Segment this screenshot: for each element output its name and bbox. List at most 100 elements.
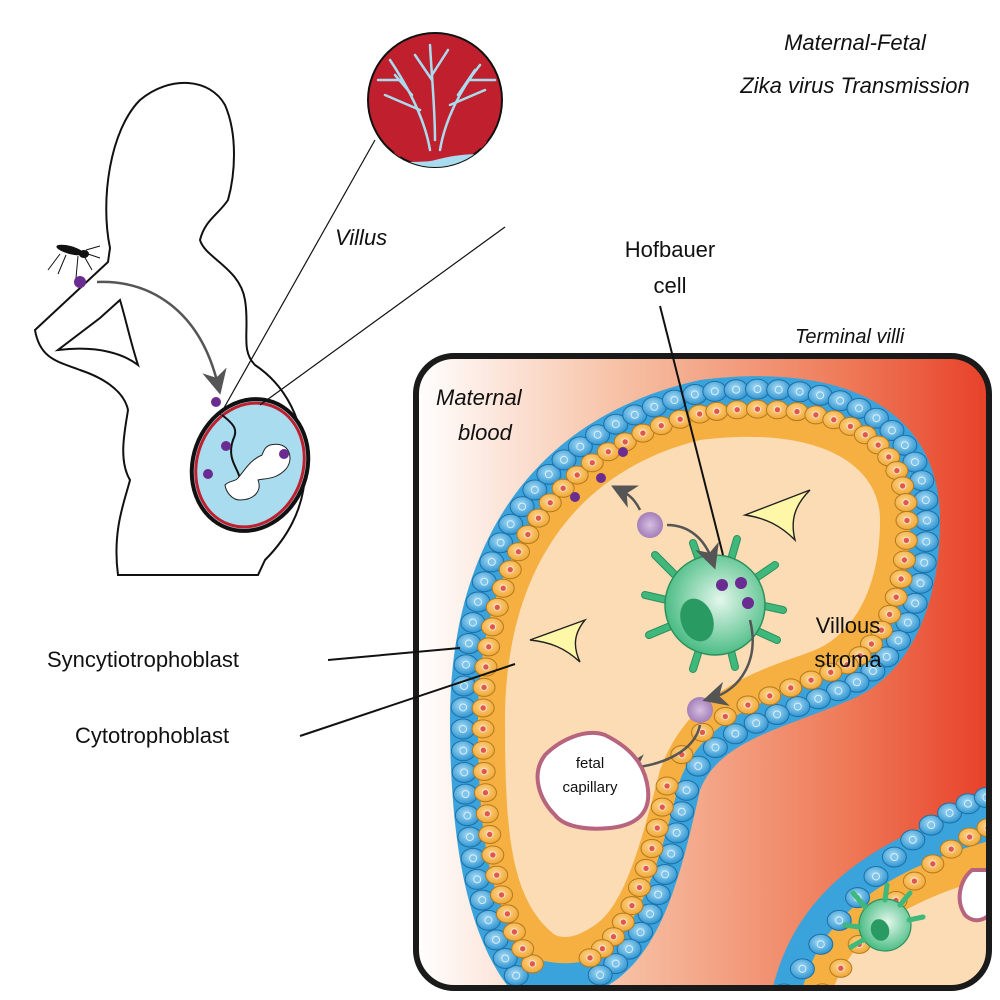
zika-virion-icon	[618, 447, 628, 457]
syncytiotrophoblast-cell	[645, 884, 671, 906]
panel-border	[413, 353, 992, 991]
syncytiotrophoblast-cell	[914, 510, 940, 532]
cytotrophoblast-cell	[713, 706, 737, 726]
syncytiotrophoblast-cell	[879, 420, 905, 442]
virus-arrow	[611, 485, 642, 511]
syncytiotrophoblast-cell	[993, 784, 1000, 804]
cytotrophoblast-cell	[869, 620, 893, 640]
cytotrophoblast-cell	[481, 845, 505, 865]
zoom-line	[219, 139, 376, 416]
cytotrophoblast-cell	[634, 858, 658, 878]
syncytiotrophoblast-cell	[567, 436, 593, 458]
cytotrophoblast-label: Cytotrophoblast	[75, 723, 229, 748]
cytotrophoblast-cell	[819, 662, 843, 682]
syncytiotrophoblast-cell	[808, 933, 834, 955]
cytotrophoblast-cell	[480, 617, 504, 637]
syncytiotrophoblast-cell	[674, 779, 700, 801]
cytotrophoblast-cell	[502, 922, 526, 942]
villous-stroma	[830, 875, 989, 988]
cytotrophoblast-cell	[526, 508, 550, 528]
cytotrophoblast-cell	[477, 637, 501, 657]
zoom-region-box	[497, 116, 540, 138]
syncytiotrophoblast-cell	[685, 755, 711, 777]
syncytiotrophoblast-cell	[766, 379, 792, 401]
syncytiotrophoblast-cell	[902, 592, 928, 614]
cytotrophoblast-cell	[471, 719, 495, 739]
maternal-blood-label-line-2: blood	[458, 420, 513, 445]
cytotrophoblast-cell	[779, 678, 803, 698]
syncytiotrophoblast-cell	[874, 646, 900, 668]
syncytiotrophoblast-cell	[863, 865, 889, 887]
syncytiotrophoblast-cell	[881, 846, 907, 868]
syncytiotrophoblast-cell	[743, 712, 769, 734]
terminal-villi-label: Terminal villi	[795, 326, 905, 348]
cytotrophoblast-cell	[690, 722, 714, 742]
mosquito-icon	[47, 244, 101, 279]
syncytiotrophoblast-cell	[451, 761, 477, 783]
syncytiotrophoblast-label: Syncytiotrophoblast	[47, 647, 239, 672]
zika-virion-icon	[596, 473, 606, 483]
zika-virion-icon	[687, 697, 713, 723]
cytotrophoblast-cell	[810, 983, 834, 988]
syncytiotrophoblast-cell	[585, 424, 611, 446]
syncytiotrophoblast-cell	[908, 572, 934, 594]
syncytiotrophoblast-cell	[825, 680, 851, 702]
cytotrophoblast-cell	[580, 453, 604, 473]
fetal-capillary-label-line-2: capillary	[562, 779, 618, 796]
villus-tree-inset	[367, 32, 540, 168]
maternal-transmission-arrow	[96, 280, 227, 395]
cytotrophoblast-cell	[631, 423, 655, 443]
syncytiotrophoblast-cell	[450, 718, 476, 740]
hofbauer-label-line-1: Hofbauer	[625, 237, 716, 262]
cytotrophoblast-cell	[688, 404, 712, 424]
syncytiotrophoblast-cell	[464, 868, 490, 890]
syncytiotrophoblast-cell	[844, 671, 870, 693]
zoom-line	[259, 226, 506, 406]
syncytiotrophoblast-cell	[498, 513, 524, 535]
stromal-cell-icon	[529, 618, 588, 663]
syncytiotrophoblast-cell	[450, 696, 476, 718]
cytotrophoblast-cell	[939, 839, 963, 859]
cytotrophoblast-cell	[511, 939, 535, 959]
syncytiotrophoblast-cell	[902, 451, 928, 473]
hofbauer-label-line-2: cell	[653, 273, 686, 298]
syncytiotrophoblast-cell	[702, 380, 728, 402]
cytotrophoblast-cell	[894, 530, 918, 550]
syncytiotrophoblast-cell	[453, 783, 479, 805]
uterus-fetus	[189, 397, 311, 533]
syncytiotrophoblast-cell	[789, 958, 815, 980]
title-line-2: Zika virus Transmission	[739, 73, 969, 98]
syncytiotrophoblast-cell	[892, 434, 918, 456]
umbilical-cord	[221, 414, 241, 481]
syncytiotrophoblast-cell	[637, 903, 663, 925]
cytotrophoblast-cell	[471, 740, 495, 760]
syncytiotrophoblast-cell	[911, 552, 937, 574]
cytotrophoblast-cell	[958, 827, 982, 847]
syncytiotrophoblast-cell	[682, 384, 708, 406]
hofbauer-cell-icon	[641, 535, 787, 673]
cytotrophoblast-cell	[902, 871, 926, 891]
cytotrophoblast-cell	[472, 677, 496, 697]
cytotrophoblast-cell	[829, 958, 853, 978]
cytotrophoblast-cell	[472, 762, 496, 782]
cytotrophoblast-cell	[765, 400, 789, 420]
cytotrophoblast-cell	[538, 493, 562, 513]
cytotrophoblast-cell	[891, 476, 915, 496]
syncytiotrophoblast-cell	[488, 532, 514, 554]
cytotrophoblast-cell	[878, 604, 902, 624]
cytotrophoblast-cell	[490, 885, 514, 905]
cytotrophoblast-cell	[640, 839, 664, 859]
cytotrophoblast-cell	[736, 695, 760, 715]
syncytiotrophoblast-cell	[661, 389, 687, 411]
zika-virion-icon	[637, 512, 663, 538]
cytotrophoblast-cell	[506, 542, 530, 562]
cytotrophoblast-cell	[520, 954, 544, 974]
stromal-cell-icon	[742, 489, 811, 543]
syncytiotrophoblast-cell	[723, 379, 749, 401]
hofbauer-pointer-line	[659, 305, 724, 556]
syncytiotrophoblast-cell	[913, 489, 939, 511]
cytotrophoblast-cell	[799, 670, 823, 690]
syncytiotrophoblast-cell	[628, 921, 654, 943]
maternal-blood-label-line-1: Maternal	[436, 385, 523, 410]
cytotrophoblast-cell	[551, 478, 575, 498]
